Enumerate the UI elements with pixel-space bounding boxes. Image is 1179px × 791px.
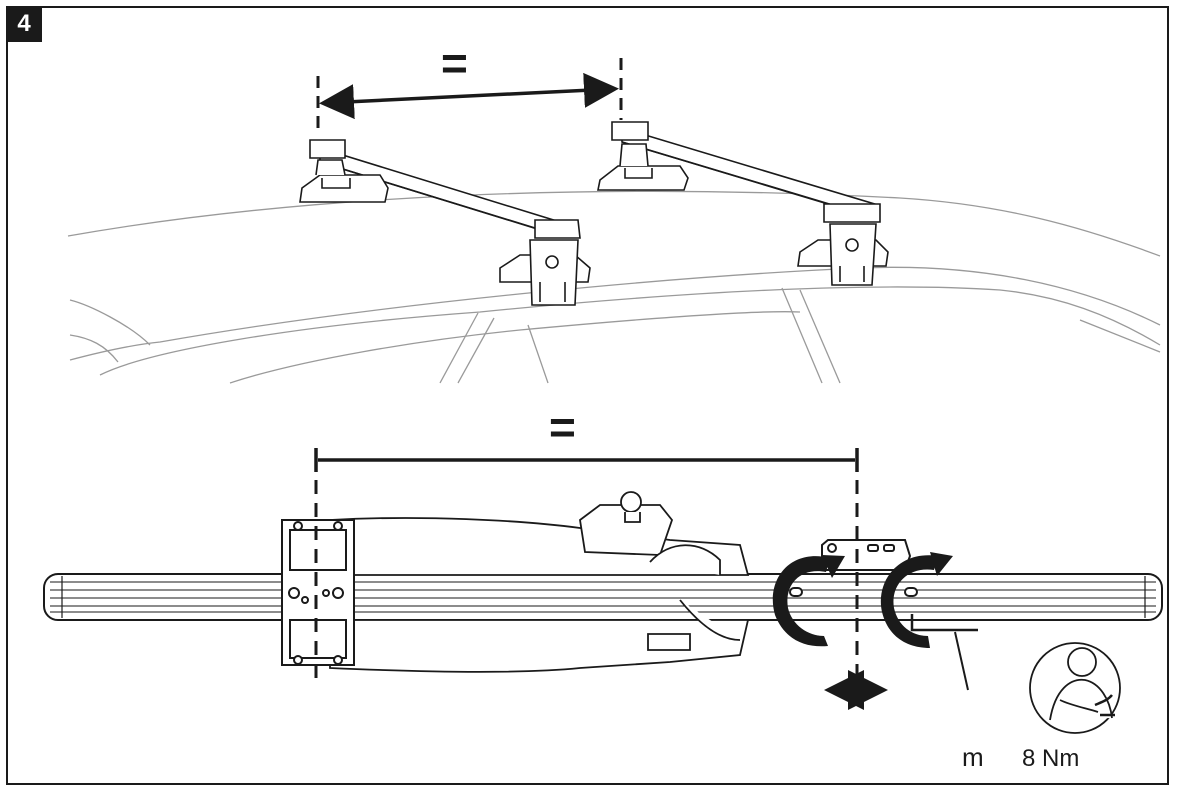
hex-key-icon xyxy=(910,614,978,691)
equal-spacing-mark-bottom: = xyxy=(549,401,576,453)
part-label-m: m xyxy=(962,742,984,772)
torque-value-label: 8 Nm xyxy=(1022,745,1080,772)
bike-carrier xyxy=(329,491,750,673)
diagram-frame xyxy=(6,6,1169,785)
adapter-plate xyxy=(789,539,918,597)
step-number-badge: 4 xyxy=(6,6,42,42)
clamp-plate xyxy=(281,519,355,666)
bottom-dimension xyxy=(314,448,859,680)
top-dimension xyxy=(316,58,623,135)
torque-person-icon xyxy=(1029,642,1121,734)
roof-bar-right xyxy=(597,121,889,286)
roof-bar-left xyxy=(299,139,591,306)
roof-bar-profile xyxy=(43,573,1163,621)
equal-spacing-mark-top: = xyxy=(441,37,468,89)
rotate-arrow-icon xyxy=(880,552,953,648)
car-roof-outline xyxy=(67,190,1161,384)
rotate-arrow-icon xyxy=(772,555,845,647)
